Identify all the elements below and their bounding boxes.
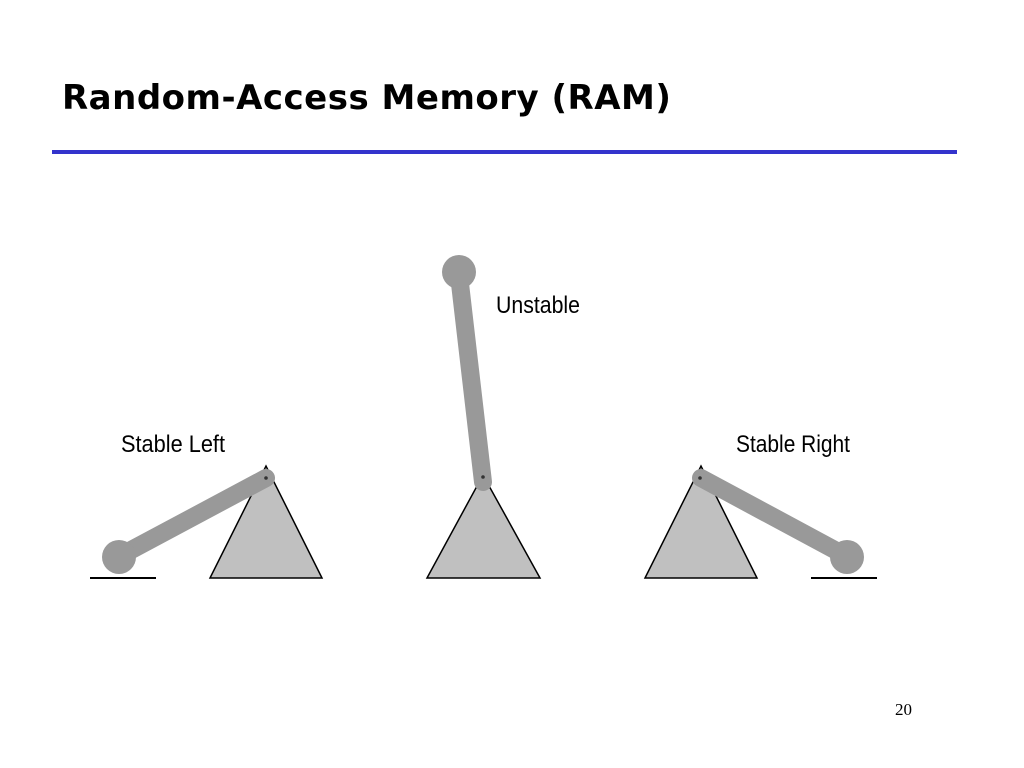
- lever-arm-right: [692, 469, 855, 565]
- fulcrum-left: [208, 464, 324, 579]
- pivot-right: [698, 476, 702, 480]
- lever-arm-center: [450, 266, 492, 491]
- label-stable-right: Stable Right: [736, 431, 850, 458]
- fulcrum-right: [643, 464, 759, 579]
- lever-arm-left: [111, 469, 275, 565]
- stable-right-group: Stable Right: [643, 431, 877, 579]
- slide-title: Random-Access Memory (RAM): [62, 78, 672, 118]
- page-number: 20: [895, 700, 912, 719]
- stable-left-group: Stable Left: [90, 431, 324, 579]
- label-unstable: Unstable: [496, 292, 580, 319]
- pivot-center: [481, 475, 485, 479]
- title-underline: [52, 150, 957, 154]
- pivot-left: [264, 476, 268, 480]
- lever-weight-center: [442, 255, 476, 289]
- lever-weight-right: [830, 540, 864, 574]
- label-stable-left: Stable Left: [121, 431, 225, 458]
- lever-weight-left: [102, 540, 136, 574]
- unstable-group: Unstable: [425, 255, 580, 579]
- fulcrum-center: [425, 473, 542, 579]
